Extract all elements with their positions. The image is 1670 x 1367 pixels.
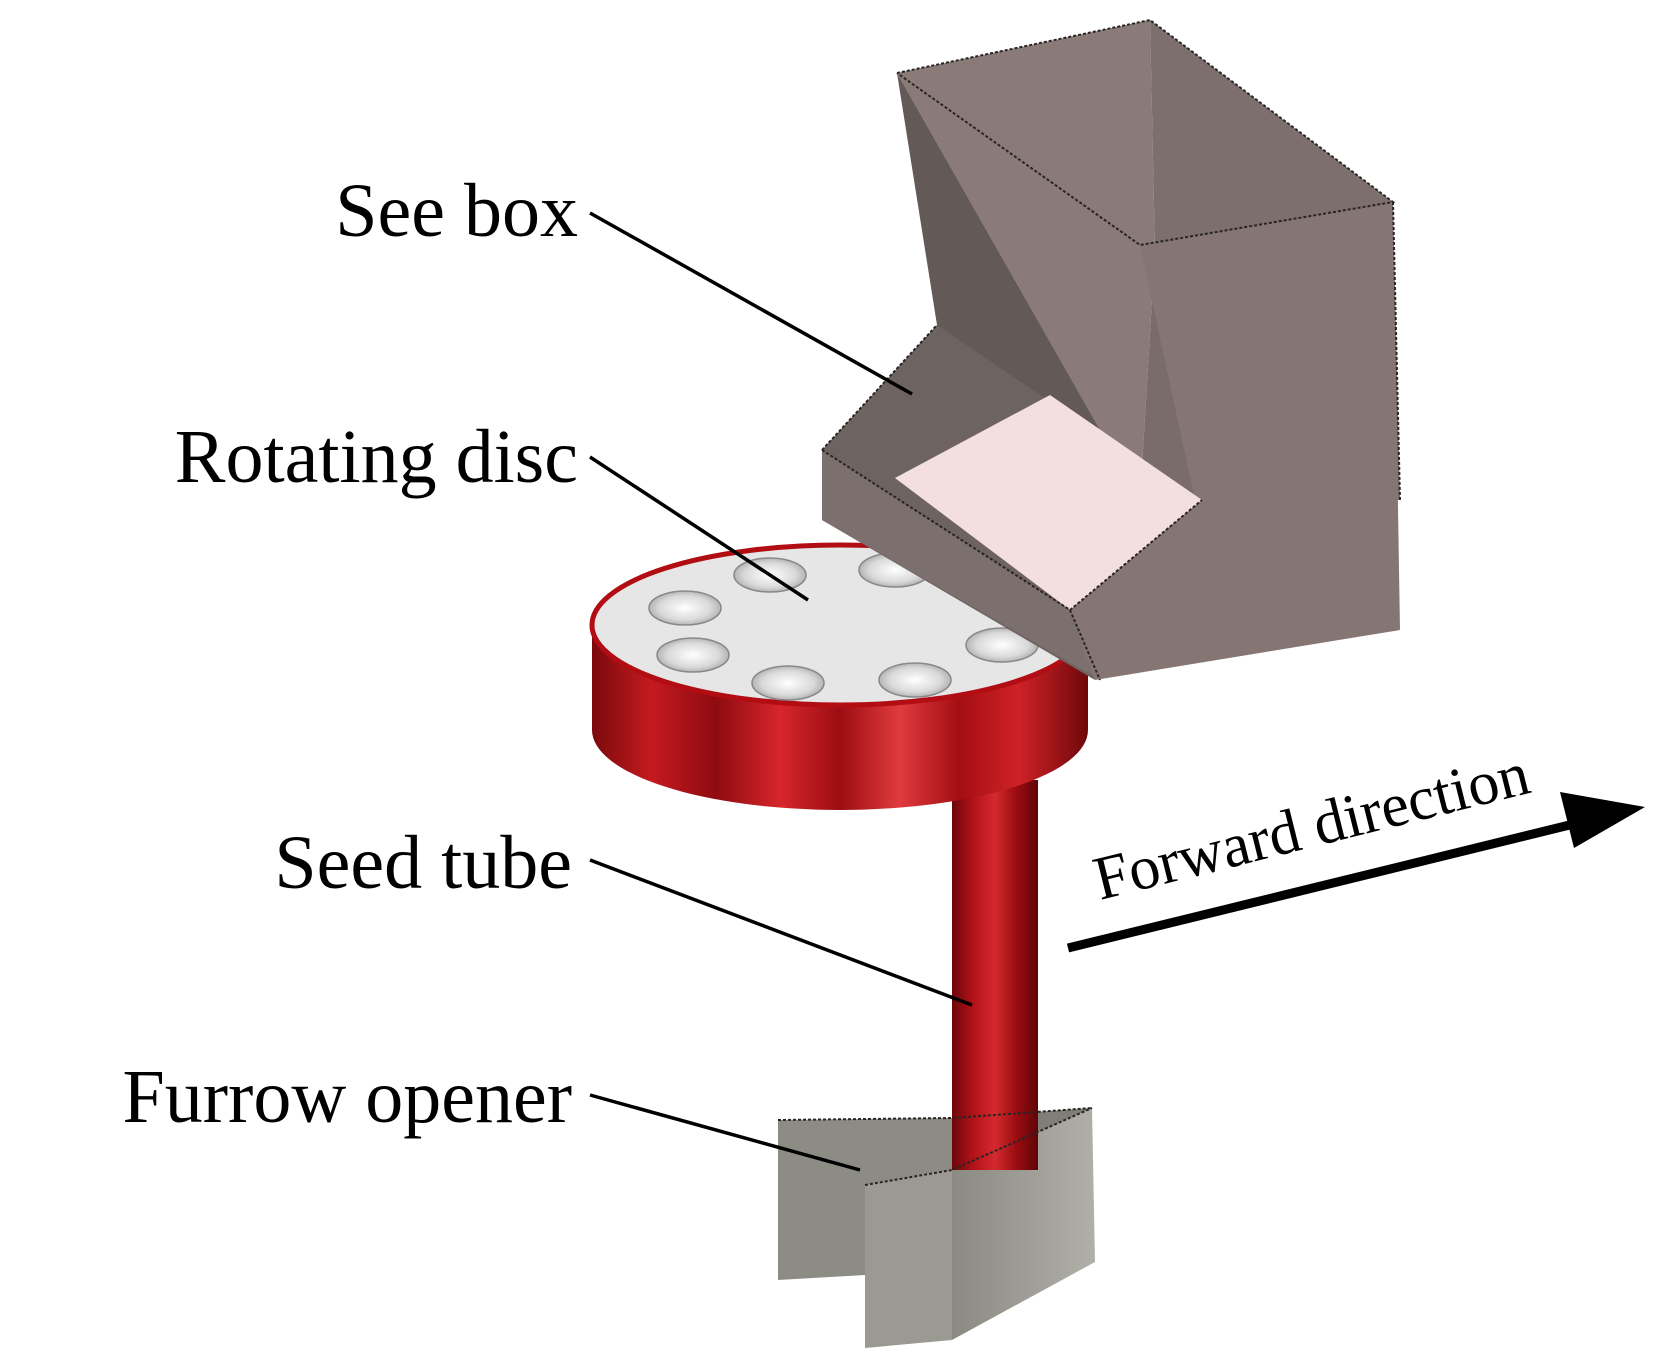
leader-rotating-disc <box>589 455 809 602</box>
label-seed-tube: Seed tube <box>274 821 572 905</box>
forward-direction-arrow <box>1066 792 1645 953</box>
rotating-disc <box>589 542 1091 810</box>
leader-lines <box>589 211 973 1172</box>
leader-seed-box <box>589 211 913 396</box>
furrow-opener <box>777 1100 1095 1348</box>
seed-box <box>821 18 1401 681</box>
label-rotating-disc: Rotating disc <box>175 415 578 499</box>
label-seed-box: See box <box>335 169 578 253</box>
label-furrow-opener: Furrow opener <box>122 1055 572 1139</box>
leader-furrow-opener <box>589 1093 861 1172</box>
leader-seed-tube <box>589 858 973 1007</box>
